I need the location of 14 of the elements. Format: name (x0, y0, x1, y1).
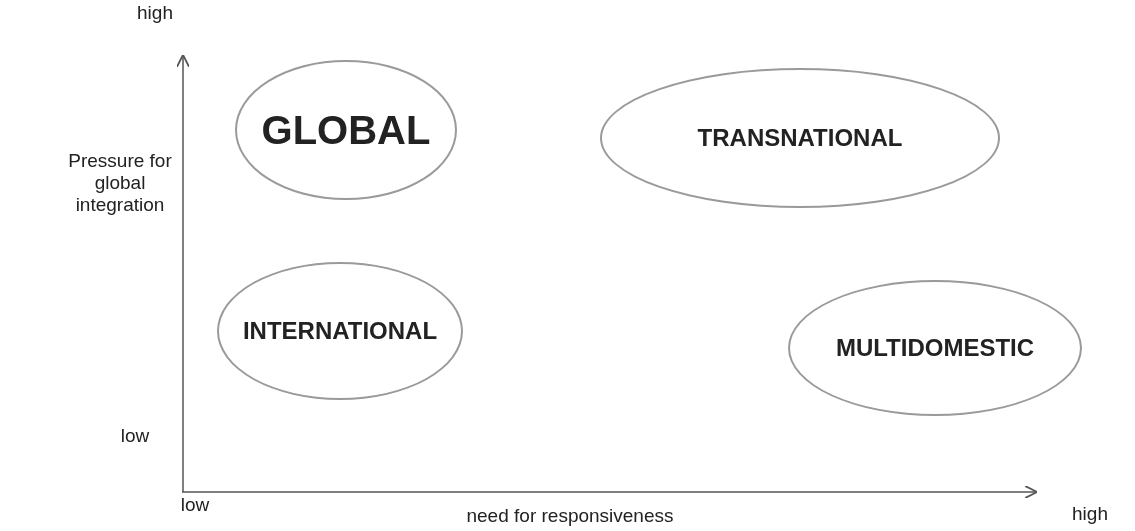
quadrant-label: GLOBAL (261, 107, 431, 153)
axis-label: high (1071, 503, 1109, 525)
axis-title: need for responsiveness (465, 505, 675, 527)
quadrant-label: INTERNATIONAL (242, 317, 438, 345)
quadrant-label: MULTIDOMESTIC (835, 334, 1035, 362)
ellipse (600, 68, 1000, 208)
quadrant-label: TRANSNATIONAL (697, 124, 903, 152)
axis-label: low (119, 425, 151, 447)
ellipse (235, 60, 457, 200)
ellipse (217, 262, 463, 400)
axis-title: Pressure for global integration (67, 150, 173, 216)
ellipse (788, 280, 1082, 416)
axis-label: high (136, 2, 174, 24)
axis-label: low (179, 494, 211, 516)
